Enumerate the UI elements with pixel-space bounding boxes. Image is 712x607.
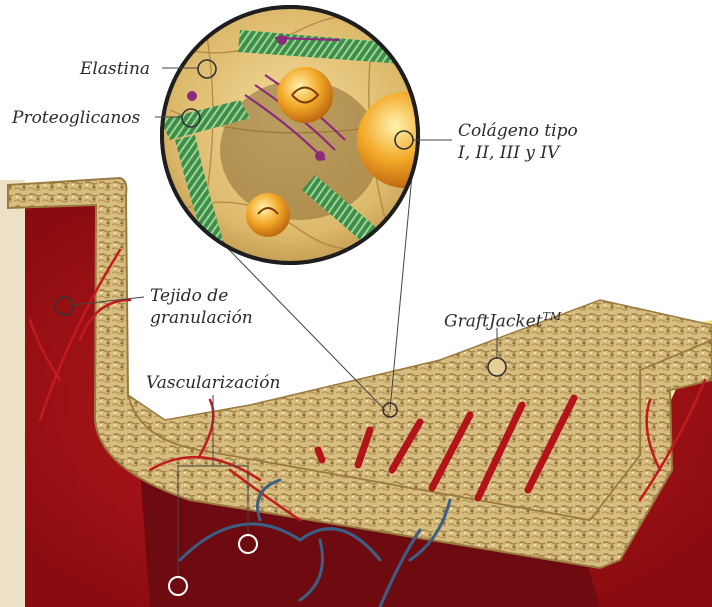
label-elastina: Elastina (80, 58, 150, 80)
label-tejido-granulacion: Tejido de granulación (150, 285, 253, 329)
skin-edge (0, 180, 25, 607)
label-tejido-line2: granulación (150, 307, 253, 329)
label-vascularizacion: Vascularización (146, 372, 280, 394)
label-colageno-line2: I, II, III y IV (458, 142, 578, 164)
callout-circle-icon (488, 358, 506, 376)
trademark-superscript: TM (543, 310, 562, 323)
label-colageno-line1: Colágeno tipo (458, 120, 578, 142)
label-colageno: Colágeno tipo I, II, III y IV (458, 120, 578, 164)
label-tejido-line1: Tejido de (150, 285, 253, 307)
label-proteoglicanos: Proteoglicanos (12, 107, 140, 129)
label-graftjacket: GraftJacketTM (444, 306, 561, 333)
matrix-channel (318, 450, 322, 460)
label-graftjacket-text: GraftJacket (444, 312, 543, 332)
